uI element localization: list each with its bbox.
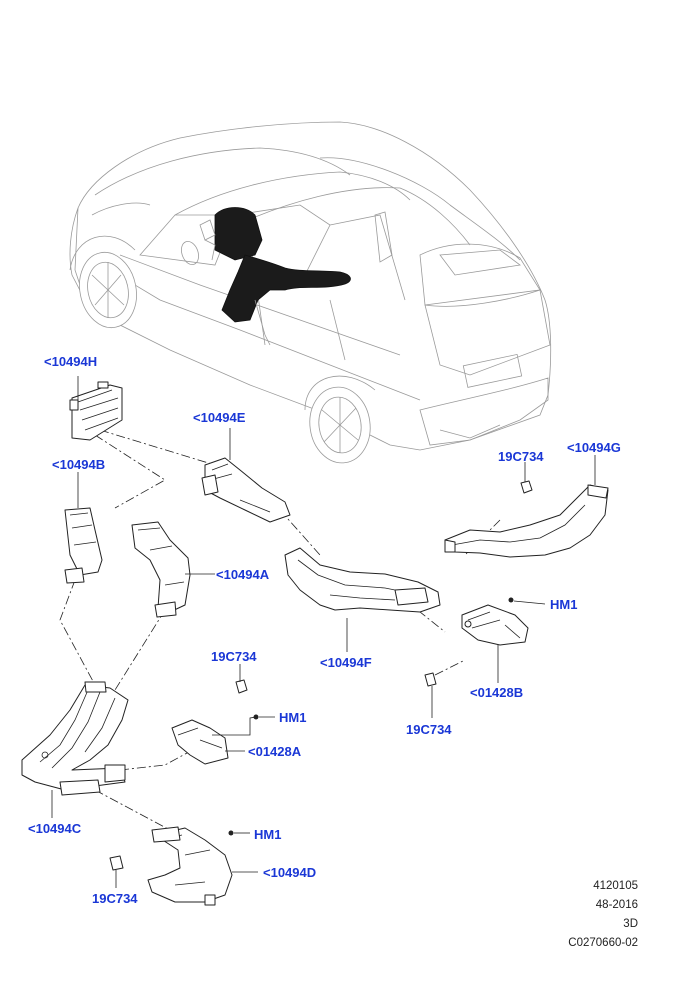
reference-line-2: 48-2016 bbox=[595, 899, 638, 911]
label-HM1-bottom[interactable]: HM1 bbox=[254, 827, 282, 842]
label-19C734-top-right[interactable]: 19C734 bbox=[498, 449, 544, 464]
label-19C734-bottom-left[interactable]: 19C734 bbox=[92, 891, 138, 906]
part-01428B bbox=[461, 604, 529, 646]
label-HM1-right[interactable]: HM1 bbox=[550, 597, 578, 612]
label-10494E[interactable]: <10494E bbox=[193, 410, 246, 425]
part-10494C bbox=[21, 681, 129, 796]
label-10494B[interactable]: <10494B bbox=[52, 457, 106, 472]
label-10494D[interactable]: <10494D bbox=[263, 865, 317, 880]
part-10494F bbox=[284, 547, 441, 613]
label-19C734-right-lower[interactable]: 19C734 bbox=[406, 722, 452, 737]
label-19C734-center[interactable]: 19C734 bbox=[211, 649, 257, 664]
part-10494E bbox=[201, 457, 291, 523]
leader-lines bbox=[51, 376, 596, 888]
part-10494D bbox=[147, 826, 233, 906]
label-HM1-center[interactable]: HM1 bbox=[279, 710, 307, 725]
vehicle-outline bbox=[69, 121, 552, 464]
connection-lines bbox=[59, 429, 501, 831]
fasteners bbox=[109, 480, 533, 871]
label-10494H[interactable]: <10494H bbox=[44, 354, 98, 369]
part-10494B bbox=[64, 507, 103, 584]
label-10494C[interactable]: <10494C bbox=[28, 821, 82, 836]
vehicle-duct-highlight bbox=[199, 207, 351, 346]
part-10494H bbox=[69, 381, 123, 441]
label-01428A[interactable]: <01428A bbox=[248, 744, 302, 759]
label-01428B[interactable]: <01428B bbox=[470, 685, 524, 700]
label-10494F[interactable]: <10494F bbox=[320, 655, 372, 670]
part-10494A bbox=[131, 521, 191, 618]
reference-line-4: C0270660-02 bbox=[568, 937, 638, 949]
reference-line-3: 3D bbox=[623, 918, 638, 930]
reference-line-1: 4120105 bbox=[593, 880, 638, 892]
label-10494A[interactable]: <10494A bbox=[216, 567, 270, 582]
part-01428A bbox=[171, 719, 229, 765]
part-10494G bbox=[444, 484, 609, 558]
reference-block: 4120105 48-2016 3D C0270660-02 bbox=[568, 877, 638, 953]
label-10494G[interactable]: <10494G bbox=[567, 440, 621, 455]
